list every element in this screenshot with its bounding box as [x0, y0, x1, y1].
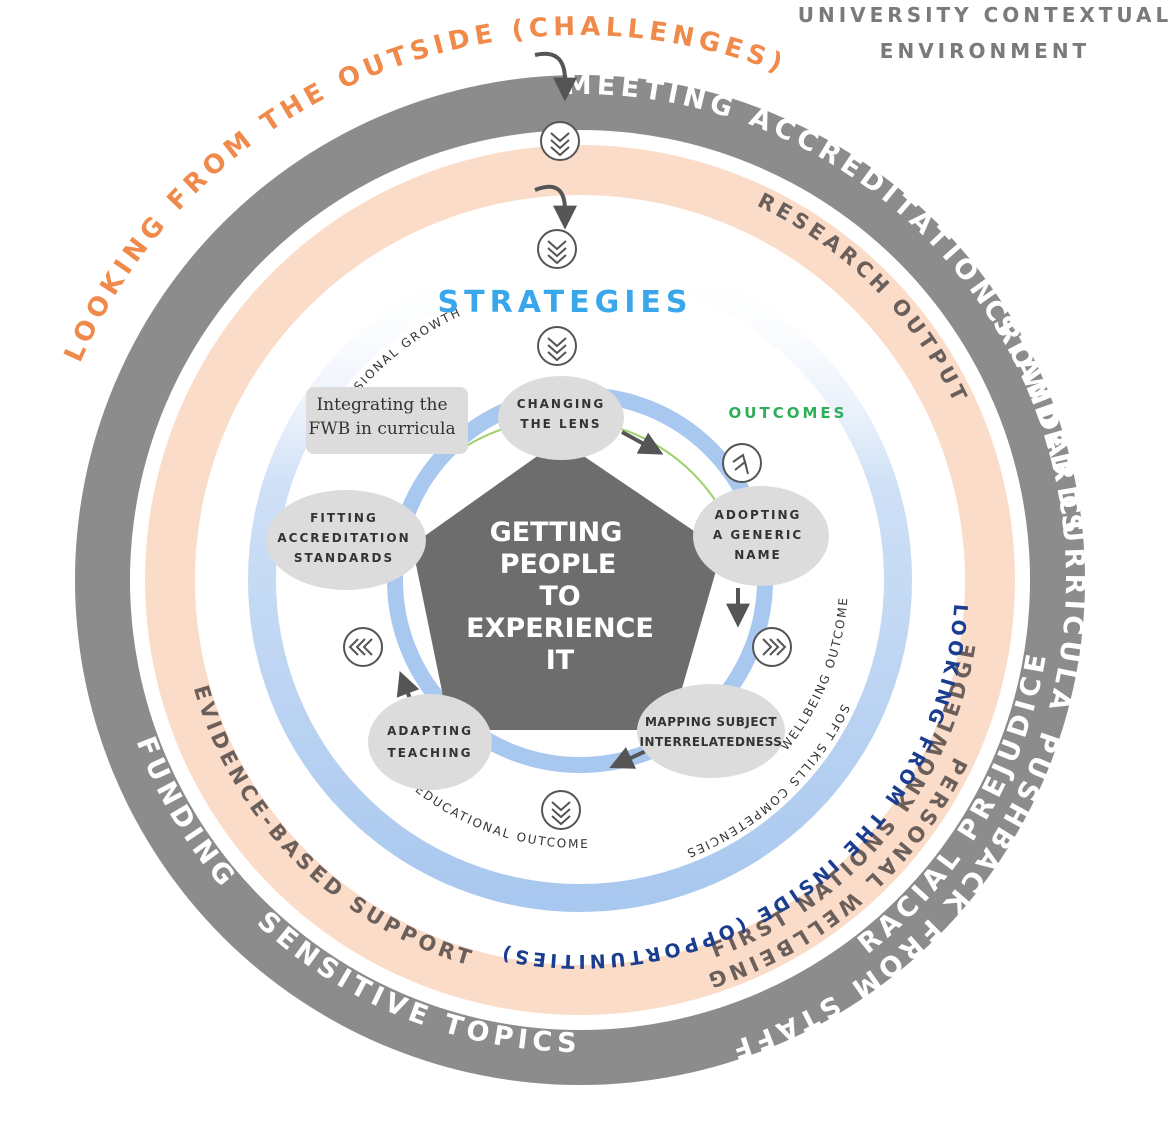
svg-text:STANDARDS: STANDARDS	[294, 551, 394, 565]
flow-arrow-top	[534, 51, 577, 102]
svg-text:INTERRELATEDNESS: INTERRELATEDNESS	[640, 735, 783, 749]
context-label-line2: ENVIRONMENT	[880, 39, 1090, 63]
svg-text:Integrating the: Integrating the	[316, 395, 447, 415]
chevron-down-icon	[540, 121, 580, 161]
blue-ring	[248, 248, 912, 912]
svg-text:FWB in curricula: FWB in curricula	[308, 419, 455, 439]
svg-text:MAPPING SUBJECT: MAPPING SUBJECT	[645, 715, 777, 729]
arrow-changing-to-adopting	[621, 430, 664, 455]
chevron-up-right-icon	[722, 443, 762, 483]
chevron-right-icon	[752, 627, 792, 667]
core-line-4: EXPERIENCE	[466, 613, 654, 644]
svg-text:FITTING: FITTING	[310, 511, 378, 525]
oval-adapting-teaching: ADAPTING TEACHING	[368, 694, 492, 790]
svg-text:NAME: NAME	[734, 548, 781, 562]
svg-text:CHANGING: CHANGING	[517, 397, 605, 411]
oval-mapping-subject: MAPPING SUBJECT INTERRELATEDNESS	[637, 684, 785, 778]
strategies-title: STRATEGIES	[438, 285, 693, 320]
chevron-down-icon	[537, 326, 577, 366]
oval-changing-the-lens: CHANGING THE LENS	[498, 376, 624, 460]
chevron-down-icon	[541, 790, 581, 830]
core-pentagon	[412, 440, 722, 730]
chevron-down-icon	[537, 229, 577, 269]
integrating-fwb-note: Integrating the FWB in curricula	[306, 387, 468, 454]
core-line-2: PEOPLE	[500, 549, 617, 580]
svg-text:TEACHING: TEACHING	[388, 746, 473, 760]
arrow-mapping-to-adapting	[609, 747, 649, 769]
context-label-line1: UNIVERSITY CONTEXTUAL	[798, 3, 1170, 27]
svg-text:ADOPTING: ADOPTING	[715, 508, 802, 522]
svg-text:A GENERIC: A GENERIC	[713, 528, 803, 542]
svg-text:THE LENS: THE LENS	[520, 417, 601, 431]
svg-text:ADAPTING: ADAPTING	[387, 724, 473, 738]
oval-adopting-generic-name: ADOPTING A GENERIC NAME	[693, 486, 829, 586]
outcomes-title: OUTCOMES	[729, 404, 848, 422]
chevron-left-icon	[343, 627, 383, 667]
svg-text:ACCREDITATION: ACCREDITATION	[277, 531, 410, 545]
core-line-3: TO	[539, 581, 580, 612]
core-line-1: GETTING	[490, 517, 623, 548]
core-line-5: IT	[546, 645, 575, 676]
oval-fitting-accreditation: FITTING ACCREDITATION STANDARDS	[266, 490, 426, 590]
flow-arrow-middle	[534, 184, 577, 230]
